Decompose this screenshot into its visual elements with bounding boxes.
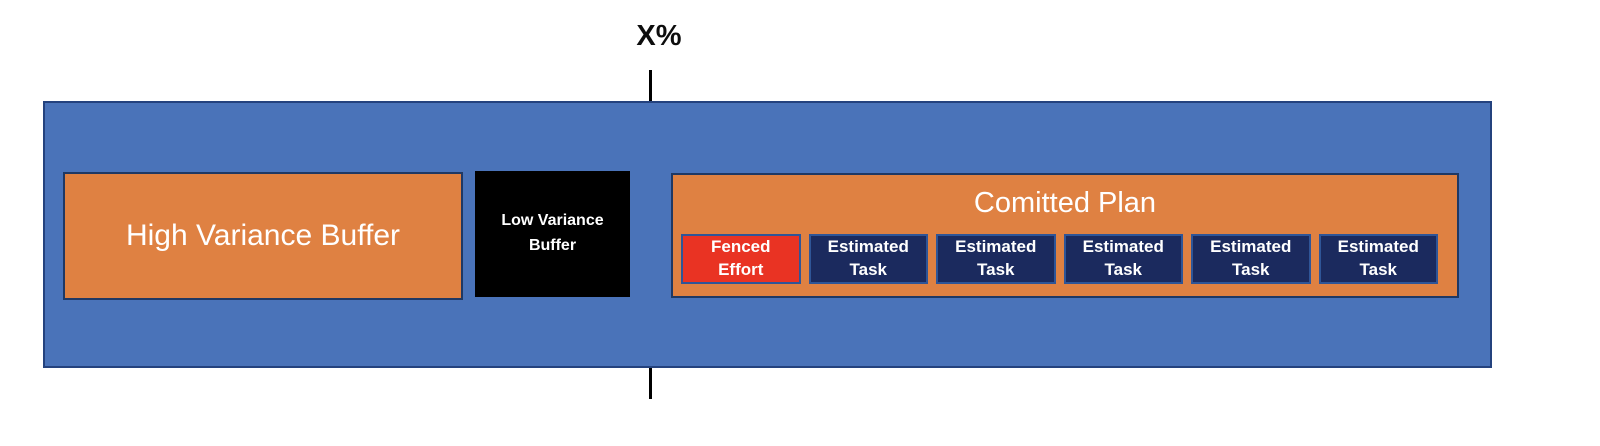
low-variance-buffer-box: Low Variance Buffer bbox=[475, 171, 630, 297]
estimated-task-box: Estimated Task bbox=[1063, 234, 1183, 284]
fenced-effort-box: Fenced Effort bbox=[681, 234, 801, 284]
committed-plan-title: Comitted Plan bbox=[973, 187, 1157, 219]
threshold-percentage-label: X% bbox=[636, 20, 682, 52]
committed-plan-box: Comitted Plan Fenced Effort Estimated Ta… bbox=[671, 173, 1459, 298]
estimated-task-box: Estimated Task bbox=[936, 234, 1056, 284]
estimated-task-box: Estimated Task bbox=[1191, 234, 1311, 284]
sprint-capacity-container: High Variance Buffer Low Variance Buffer… bbox=[43, 101, 1492, 368]
estimated-task-box: Estimated Task bbox=[1318, 234, 1438, 284]
high-variance-buffer-box: High Variance Buffer bbox=[63, 172, 463, 300]
committed-plan-task-row: Fenced Effort Estimated Task Estimated T… bbox=[681, 234, 1438, 284]
estimated-task-box: Estimated Task bbox=[808, 234, 928, 284]
